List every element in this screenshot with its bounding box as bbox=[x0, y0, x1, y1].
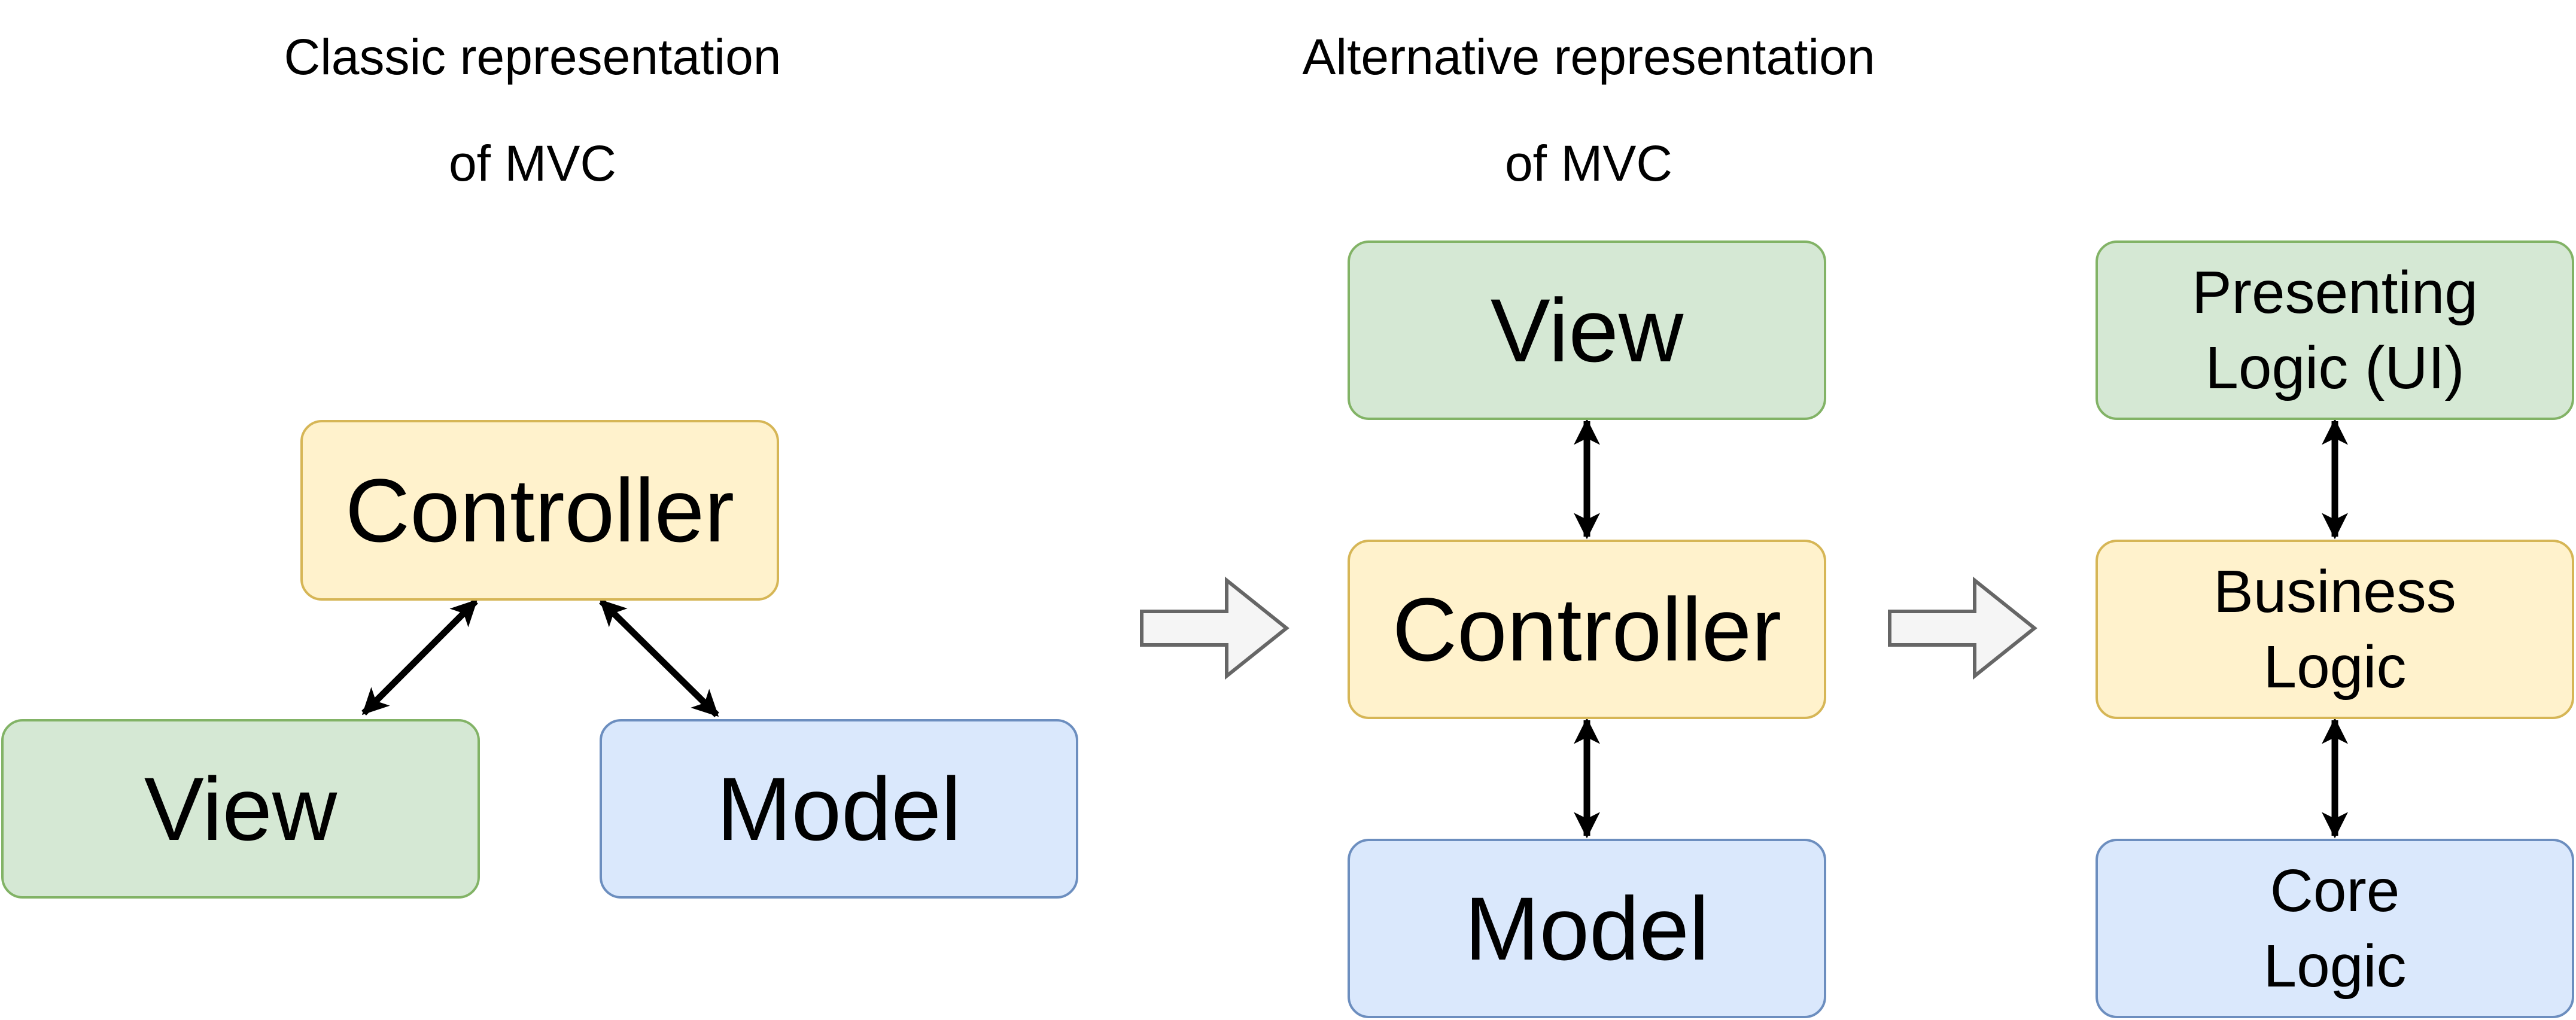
classic-controller-box: Controller bbox=[300, 420, 779, 601]
business-logic-line-2: Logic bbox=[2263, 634, 2407, 701]
transition-block-arrow-2 bbox=[1888, 576, 2037, 680]
classic-model-label: Model bbox=[716, 759, 962, 859]
alt-model-label: Model bbox=[1464, 878, 1710, 979]
alternative-caption-line-2: of MVC bbox=[1504, 135, 1673, 191]
transition-block-arrow-1 bbox=[1140, 576, 1289, 680]
business-logic-line-1: Business bbox=[2213, 558, 2456, 625]
core-logic-line-1: Core bbox=[2270, 857, 2400, 924]
classic-model-box: Model bbox=[600, 719, 1078, 899]
classic-view-label: View bbox=[144, 759, 337, 859]
alt-controller-label: Controller bbox=[1392, 579, 1782, 680]
alternative-caption: Alternative representation of MVC bbox=[1257, 4, 1921, 217]
classic-view-box: View bbox=[1, 719, 480, 899]
classic-caption: Classic representation of MVC bbox=[227, 4, 838, 217]
presenting-logic-box: Presenting Logic (UI) bbox=[2096, 240, 2574, 420]
classic-controller-label: Controller bbox=[345, 460, 735, 561]
alt-controller-box: Controller bbox=[1348, 540, 1826, 719]
classic-controller-view-arrow bbox=[361, 599, 478, 715]
core-logic-box: Core Logic bbox=[2096, 839, 2574, 1018]
alt-view-label: View bbox=[1490, 280, 1684, 380]
alt-model-box: Model bbox=[1348, 839, 1826, 1018]
presenting-logic-line-1: Presenting bbox=[2191, 259, 2478, 326]
alt-view-box: View bbox=[1348, 240, 1826, 420]
classic-caption-line-1: Classic representation bbox=[284, 29, 781, 85]
core-logic-line-2: Logic bbox=[2263, 933, 2407, 1000]
classic-controller-model-arrow bbox=[599, 599, 719, 717]
presenting-logic-line-2: Logic (UI) bbox=[2205, 334, 2465, 401]
alternative-caption-line-1: Alternative representation bbox=[1302, 29, 1875, 85]
business-logic-box: Business Logic bbox=[2096, 540, 2574, 719]
classic-caption-line-2: of MVC bbox=[448, 135, 617, 191]
